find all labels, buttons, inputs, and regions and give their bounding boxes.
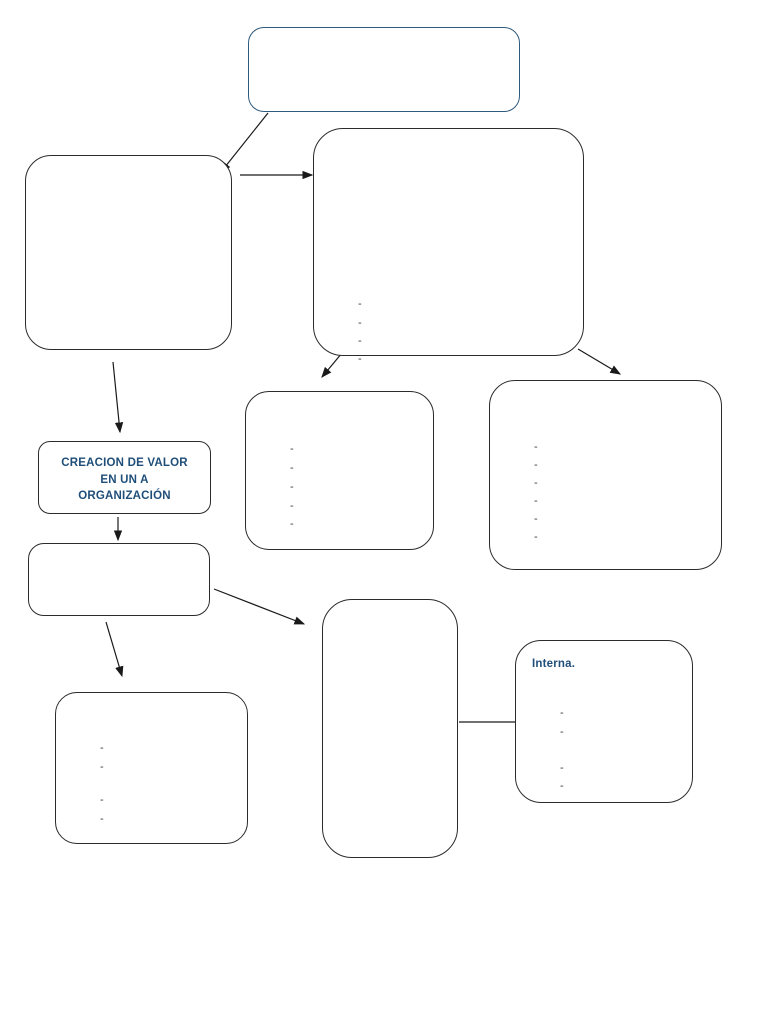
connector-top-banner-to-left-upper — [220, 112, 269, 173]
main-list-box[interactable]: ------- — [313, 128, 584, 471]
list-item-marker: - — [560, 726, 564, 738]
bottom-left-list-box[interactable]: - - - - — [55, 692, 248, 844]
connector-main-list-to-mid-right-list — [577, 348, 622, 375]
tall-center-box[interactable] — [322, 599, 458, 858]
list-item-marker: - — [100, 813, 104, 825]
list-item-marker: - — [290, 518, 294, 530]
connector-mid-left-small-to-tall-center — [213, 588, 306, 625]
list-item-marker: - — [358, 335, 362, 347]
list-item-marker: - — [560, 780, 564, 792]
list-item-marker: - — [358, 317, 362, 329]
mid-right-list-box[interactable]: - - - - - - — [489, 380, 722, 570]
list-item-marker: - — [290, 462, 294, 474]
list-item-marker: - — [534, 459, 538, 471]
list-item-marker: - — [290, 443, 294, 455]
list-item-marker: - — [100, 794, 104, 806]
interna-box[interactable]: Interna. - - - - — [515, 640, 693, 803]
list-item-marker: - — [534, 495, 538, 507]
connector-main-list-to-mid-left-list — [321, 352, 343, 378]
list-item-marker: - — [534, 441, 538, 453]
creacion-de-valor-box[interactable]: CREACION DE VALOR EN UN A ORGANIZACIÓN — [38, 441, 211, 514]
connector-mid-left-small-to-bottom-left-list — [105, 621, 124, 678]
list-item-marker: - — [358, 298, 362, 310]
list-item-marker: - — [100, 742, 104, 754]
list-item-marker: - — [290, 481, 294, 493]
mid-right-list-box-bullet-list: - - - - - - — [490, 381, 721, 569]
list-item-marker: - — [534, 477, 538, 489]
interna-box-title: Interna. — [532, 658, 576, 670]
interna-box-bullet-list: - - - - — [516, 641, 692, 802]
mid-left-list-box[interactable]: - - - - - — [245, 391, 434, 550]
list-item-marker: - — [534, 513, 538, 525]
main-list-box-bullet-list: ------- — [314, 129, 583, 471]
left-upper-box[interactable] — [25, 155, 232, 350]
list-item-marker: - — [358, 353, 362, 365]
list-item-marker: - — [100, 761, 104, 773]
mid-left-small-box[interactable] — [28, 543, 210, 616]
connector-left-upper-to-creacion-valor — [112, 361, 124, 434]
top-banner-box[interactable] — [248, 27, 520, 112]
list-item-marker: - — [290, 500, 294, 512]
list-item-marker: - — [560, 707, 564, 719]
list-item-marker: - — [560, 762, 564, 774]
bottom-left-list-box-bullet-list: - - - - — [56, 693, 247, 843]
mid-left-list-box-bullet-list: - - - - - — [246, 392, 433, 549]
list-item-marker: - — [534, 531, 538, 543]
creacion-de-valor-box-title: CREACION DE VALOR EN UN A ORGANIZACIÓN — [61, 457, 188, 503]
